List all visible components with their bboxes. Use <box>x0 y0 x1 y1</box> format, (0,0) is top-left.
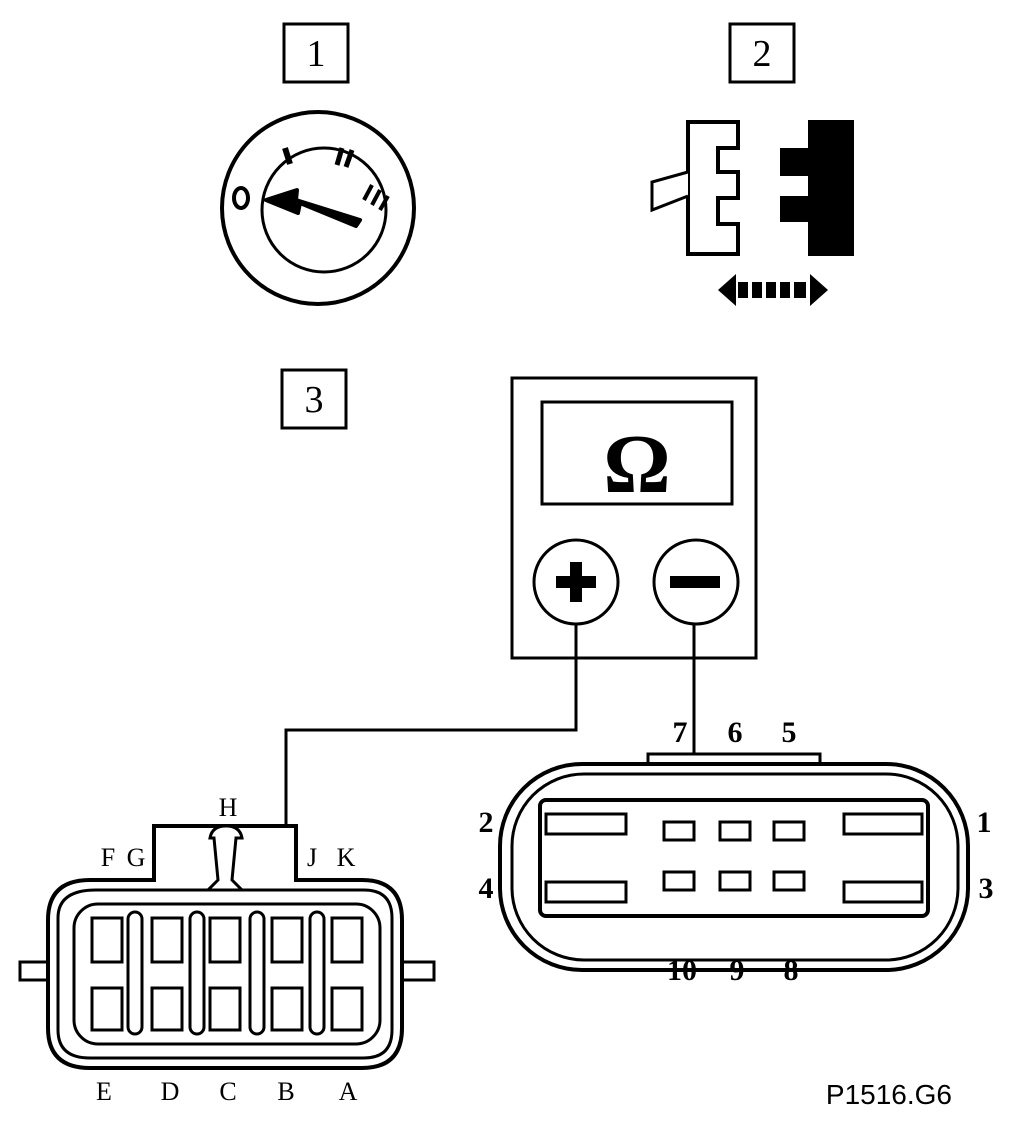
pin-label-a: A <box>339 1077 358 1106</box>
figure-code: P1516.G6 <box>826 1079 952 1110</box>
pin-label-7: 7 <box>673 716 688 749</box>
pin-label-6: 6 <box>728 716 743 749</box>
pin-label-b: B <box>277 1077 294 1106</box>
pin-label-j: J <box>307 843 317 872</box>
pin-label-d: D <box>161 1077 180 1106</box>
pin-label-1: 1 <box>977 806 992 839</box>
ignition-switch <box>220 110 416 306</box>
connector-disconnect <box>650 120 854 306</box>
positive-terminal <box>532 538 620 626</box>
pin-label-4: 4 <box>479 872 494 905</box>
connector-left: F G H J K E D C B A <box>18 793 436 1106</box>
pin-label-5: 5 <box>782 716 797 749</box>
ignition-position-0-mark <box>232 186 250 210</box>
ignition-position-1-mark <box>282 147 293 165</box>
pin-label-2: 2 <box>479 806 494 839</box>
pin-label-g: G <box>127 843 146 872</box>
pin-label-10: 10 <box>667 954 697 987</box>
ignition-position-2-mark <box>334 147 355 168</box>
pin-label-9: 9 <box>730 954 745 987</box>
pin-label-e: E <box>96 1077 112 1106</box>
pin-label-c: C <box>219 1077 236 1106</box>
ignition-key-arrow-icon <box>264 188 362 228</box>
step-3-label: 3 <box>305 379 324 421</box>
latch-h-icon <box>204 824 246 892</box>
step-3-box: 3 <box>280 368 348 430</box>
connector-right: 7 6 5 2 1 4 3 10 9 8 <box>479 716 994 987</box>
plus-icon-v <box>570 562 582 602</box>
step-2-box: 2 <box>728 22 796 84</box>
right-pin-cavities <box>544 812 924 904</box>
step-1-label: 1 <box>307 33 326 75</box>
negative-terminal <box>652 538 740 626</box>
pin-label-3: 3 <box>979 872 994 905</box>
step-1-box: 1 <box>282 22 350 84</box>
step-2-label: 2 <box>753 33 772 75</box>
minus-icon <box>670 576 720 588</box>
ohm-symbol: Ω <box>603 418 670 511</box>
double-arrow-icon <box>718 274 828 306</box>
ohmmeter-display <box>540 400 734 506</box>
ohmmeter: Ω <box>510 376 758 660</box>
wire-stub <box>650 170 689 213</box>
pin-label-h: H <box>219 793 238 822</box>
pin-label-k: K <box>337 843 356 872</box>
connector-half-solid <box>780 120 854 256</box>
pin-label-8: 8 <box>784 954 799 987</box>
pin-label-f: F <box>101 843 115 872</box>
left-pin-cavities <box>90 910 364 1036</box>
ignition-position-3-mark <box>362 184 390 211</box>
connector-half-open <box>686 120 740 256</box>
